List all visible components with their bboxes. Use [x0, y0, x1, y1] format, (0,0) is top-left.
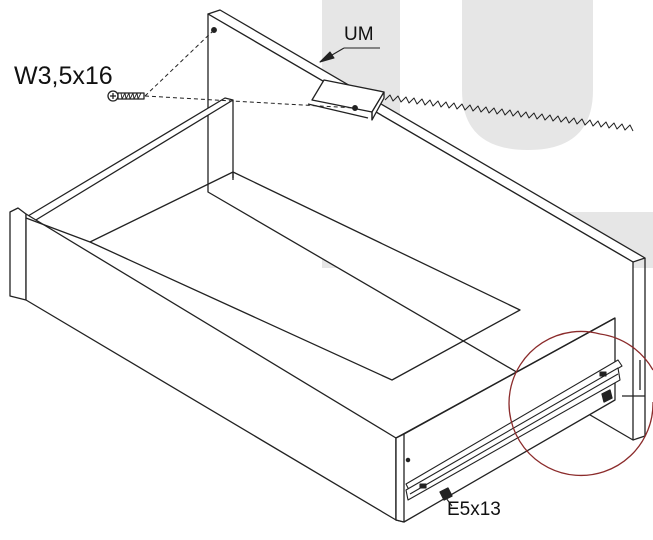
label-w3-5x16: W3,5x16	[14, 62, 113, 90]
assembly-guides	[144, 29, 356, 109]
back-panel	[207, 9, 646, 441]
label-e5x13: E5x13	[447, 499, 501, 520]
label-um: UM	[344, 24, 374, 45]
holes	[211, 27, 411, 463]
connector-leader	[319, 47, 380, 63]
drawer-rail-icon	[405, 359, 623, 501]
drawer-bottom	[89, 171, 521, 381]
screw-icon	[107, 90, 145, 102]
detail-circle	[508, 330, 653, 477]
rail-screw-leader	[445, 497, 453, 507]
connector-bracket	[307, 79, 385, 121]
rail-screw-icon	[439, 389, 613, 501]
